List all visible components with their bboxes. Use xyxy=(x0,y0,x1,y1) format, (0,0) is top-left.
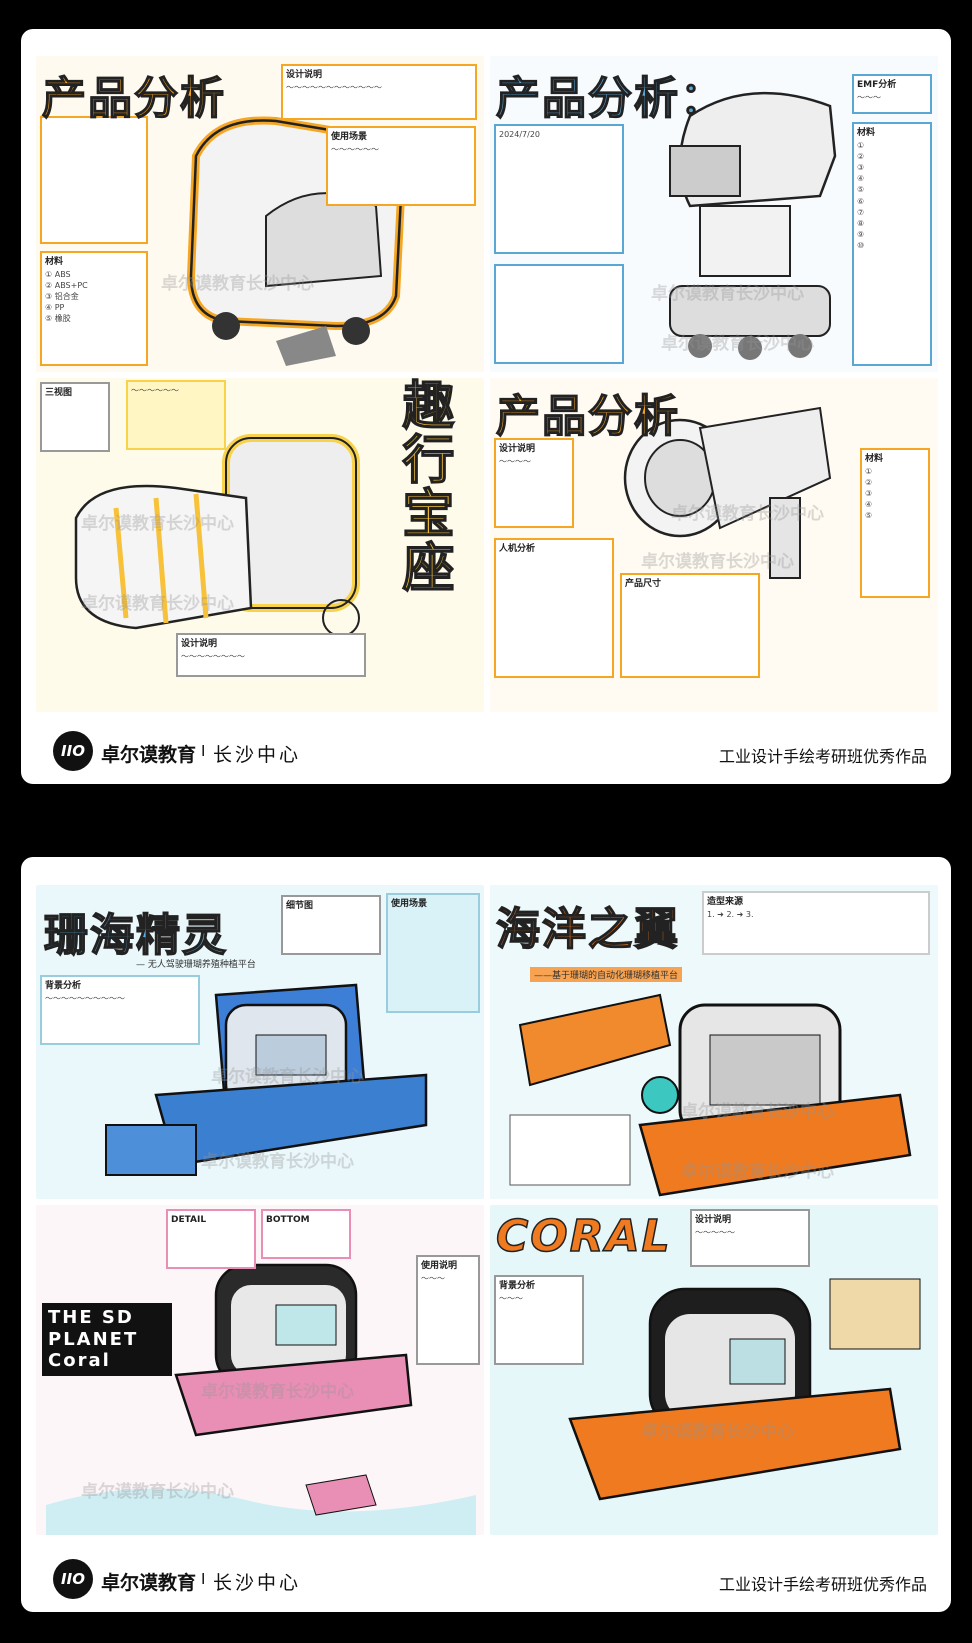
design-note: 设计说明～～～～ xyxy=(494,438,574,528)
product-sketch xyxy=(623,406,832,579)
description-note: 设计说明～～～～～～～～ xyxy=(176,633,366,677)
note-title: 材料 xyxy=(45,257,64,267)
card-footer: IIO 卓尔谟教育 I 长沙中心 工业设计手绘考研班优秀作品 xyxy=(21,1542,951,1612)
panel-title: THE SD PLANET Coral xyxy=(42,1303,172,1376)
note-title: 细节图 xyxy=(286,901,314,911)
panel-title: 产品分析 xyxy=(495,390,680,443)
ergonomics-note: 人机分析 xyxy=(494,538,614,678)
three-view-box xyxy=(40,116,148,244)
note-title: 材料 xyxy=(857,128,876,138)
brand-name: 卓尔谟教育 xyxy=(101,1572,197,1594)
scenario-box: 使用场景 xyxy=(386,893,480,1013)
panel-title: 产品分析： xyxy=(495,72,726,125)
note-title: 使用场景 xyxy=(391,899,428,909)
step-label: 2. xyxy=(726,909,735,919)
design-note: 设计说明～～～～～～～～～～～～ xyxy=(281,64,477,120)
note-title: 设计说明 xyxy=(695,1215,732,1225)
note-title: 使用说明 xyxy=(421,1261,458,1271)
sketch-panel-wings-of-ocean: 海洋之翼 ——基于珊瑚的自动化珊瑚移植平台 造型来源 1. ➜ 2. ➜ 3. xyxy=(490,885,938,1199)
form-source-box: 造型来源 1. ➜ 2. ➜ 3. xyxy=(702,891,930,955)
note-title: 使用场景 xyxy=(331,132,368,142)
panel-subtitle: ——基于珊瑚的自动化珊瑚移植平台 xyxy=(530,967,683,982)
product-sketch xyxy=(174,1263,413,1437)
three-view-box: 三视图 xyxy=(40,382,110,452)
date-label: 2024/7/20 xyxy=(499,130,541,139)
artwork-card-2: 珊海精灵 — 无人驾驶珊瑚养殖种植平台 背景分析～～～～～～～～～～ 细节图 使… xyxy=(21,857,951,1612)
dimension-note: 产品尺寸 xyxy=(620,573,760,678)
design-note: 设计说明～～～～～ xyxy=(690,1209,810,1267)
note-title: 三视图 xyxy=(45,388,73,398)
slogan: 工业设计手绘考研班优秀作品 xyxy=(718,747,927,766)
sketch-panel-sd-planet-coral: THE SD PLANET Coral DETAIL BOTTOM 使用说明～～… xyxy=(36,1205,484,1535)
note-title: 产品尺寸 xyxy=(625,579,662,589)
center-name: 长沙中心 xyxy=(213,744,302,766)
detail-box xyxy=(494,264,624,364)
panel-title: CORAL xyxy=(495,1210,672,1263)
scenario-note: 使用场景～～～～～～ xyxy=(326,126,476,206)
note-title: 背景分析 xyxy=(499,1281,536,1291)
seabed-scene xyxy=(46,1474,476,1535)
center-name: 长沙中心 xyxy=(213,1572,302,1594)
panel-title: 产品分析 xyxy=(41,72,226,125)
panel-title: 趣行宝座 xyxy=(392,378,454,595)
note-title: 背景分析 xyxy=(45,981,82,991)
panel-title: 珊海精灵 xyxy=(43,909,228,962)
design-note: ～～～～～～ xyxy=(126,380,226,450)
step-label: 3. xyxy=(745,909,754,919)
product-sketch xyxy=(74,434,360,637)
detail-box: DETAIL xyxy=(166,1209,256,1269)
product-sketch xyxy=(669,91,837,360)
note-title: DETAIL xyxy=(171,1215,207,1225)
bottom-view-box: BOTTOM xyxy=(261,1209,351,1259)
background-note: 背景分析～～～ xyxy=(494,1275,584,1365)
note-title: 材料 xyxy=(865,454,884,464)
note-title: 造型来源 xyxy=(707,897,744,907)
three-view-box: 2024/7/20 xyxy=(494,124,624,254)
card-footer: IIO 卓尔谟教育 I 长沙中心 工业设计手绘考研班优秀作品 xyxy=(21,714,951,784)
product-sketch xyxy=(105,983,428,1176)
step-label: 1. xyxy=(707,909,715,919)
brand-logo: IIO xyxy=(53,731,93,771)
slogan: 工业设计手绘考研班优秀作品 xyxy=(718,1575,927,1594)
emf-note: EMF分析～～～ xyxy=(852,74,932,114)
note-title: 人机分析 xyxy=(499,544,536,554)
sketch-panel-fun-seat: 趣行宝座 三视图 ～～～～～～ 设计说明～～～～～～～～ xyxy=(36,378,484,712)
note-title: BOTTOM xyxy=(266,1215,310,1225)
note-title: 设计说明 xyxy=(286,70,323,80)
sketch-panel-coral-sprite: 珊海精灵 — 无人驾驶珊瑚养殖种植平台 背景分析～～～～～～～～～～ 细节图 使… xyxy=(36,885,484,1199)
background-note: 背景分析～～～～～～～～～～ xyxy=(40,975,200,1045)
note-title: EMF分析 xyxy=(857,80,897,90)
brand-logo: IIO xyxy=(53,1559,93,1599)
sketch-panel-coral: CORAL 设计说明～～～～～ 背景分析～～～ xyxy=(490,1205,938,1535)
separator: I xyxy=(201,742,206,760)
panel-subtitle: — 无人驾驶珊瑚养殖种植平台 xyxy=(136,960,256,970)
instruction-note: 使用说明～～～ xyxy=(416,1255,480,1365)
brand-name: 卓尔谟教育 xyxy=(101,744,197,766)
note-title: 设计说明 xyxy=(499,444,536,454)
product-sketch xyxy=(568,1278,921,1501)
panel-title: 海洋之翼 xyxy=(495,903,680,956)
detail-box: 细节图 xyxy=(281,895,381,955)
product-sketch xyxy=(509,993,912,1197)
separator: I xyxy=(201,1570,206,1588)
note-title: 设计说明 xyxy=(181,639,218,649)
